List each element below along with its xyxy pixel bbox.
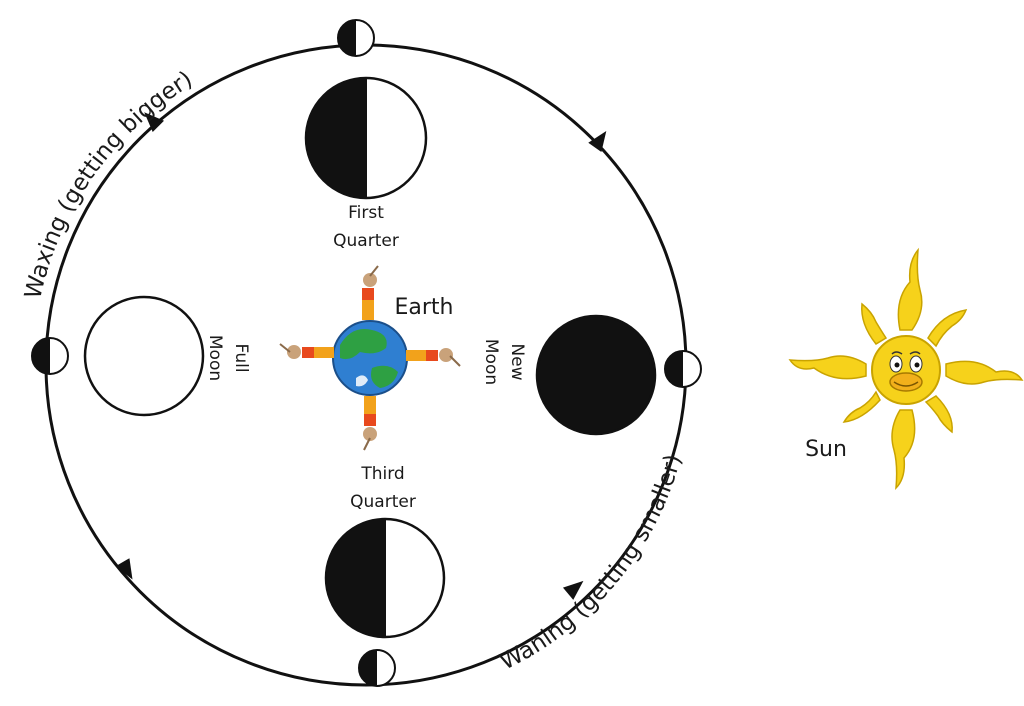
sun-icon (788, 247, 1024, 490)
first-quarter-label-line1: First (348, 203, 384, 223)
first-quarter-moon (304, 76, 428, 200)
earth-globe (332, 320, 408, 396)
orbit-arrow-bottom-left (115, 558, 133, 580)
orbit-arrow-top-left (144, 112, 165, 133)
first-quarter-label-line2: Quarter (333, 231, 399, 251)
small-moon-bottom (358, 649, 396, 687)
person-right (406, 348, 461, 367)
small-moon-left (31, 337, 69, 375)
sun-label: Sun (805, 437, 847, 462)
full-moon (83, 295, 205, 417)
person-bottom (363, 396, 377, 451)
person-left (279, 343, 334, 359)
orbit-arrow-bottom-right (562, 580, 584, 600)
waxing-label: Waxing (getting bigger) (20, 66, 197, 301)
waning-label: Waning (getting smaller) (496, 452, 687, 676)
person-top (362, 265, 379, 320)
waxing-label-text: Waxing (getting bigger) (20, 66, 197, 301)
third-quarter-label-line2: Quarter (350, 492, 416, 512)
third-quarter-moon (324, 517, 446, 639)
third-quarter-label-line1: Third (360, 464, 404, 484)
full-moon-label-line2: Moon (205, 335, 225, 381)
new-moon-label-line2: Moon (481, 339, 501, 385)
waning-label-text: Waning (getting smaller) (496, 452, 687, 676)
earth-label: Earth (395, 295, 454, 320)
full-moon-label-line1: Full (231, 343, 251, 372)
small-moon-top (337, 19, 375, 57)
new-moon (535, 314, 657, 436)
orbit-arrow-top-right (588, 130, 607, 152)
small-moon-right (664, 350, 702, 388)
new-moon-label-line1: New (507, 343, 527, 380)
